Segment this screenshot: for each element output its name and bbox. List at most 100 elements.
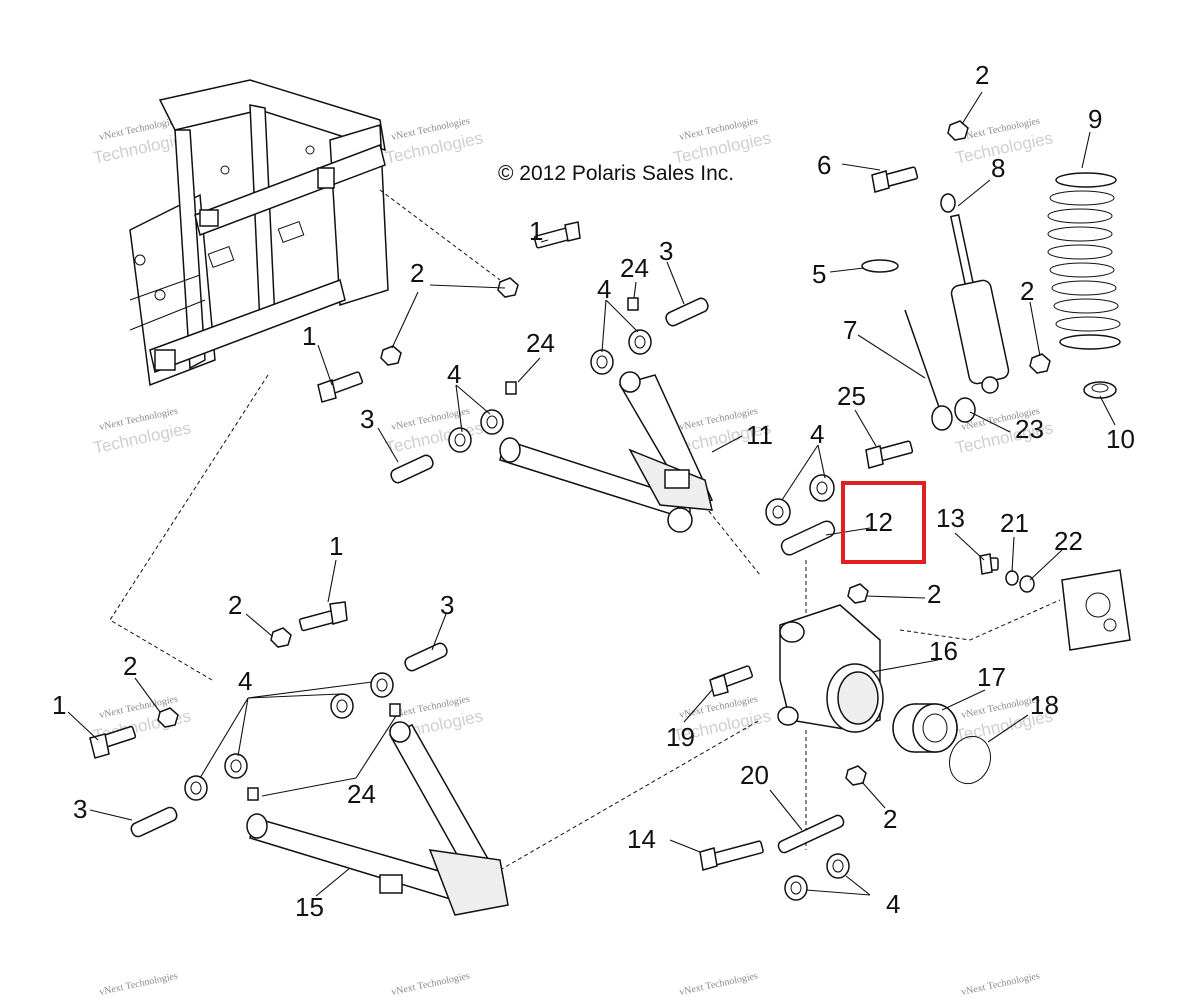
bushing <box>784 875 808 901</box>
callout-17: 17 <box>977 662 1006 692</box>
bushing <box>590 349 614 375</box>
watermark-text: vNext Technologies <box>390 971 471 998</box>
bushing <box>809 474 835 502</box>
bushing <box>224 753 248 779</box>
callout-3: 3 <box>73 794 87 824</box>
nut <box>157 707 179 728</box>
callout-2: 2 <box>975 60 989 90</box>
callout-4: 4 <box>238 666 252 696</box>
callout-1: 1 <box>302 321 316 351</box>
callout-19: 19 <box>666 722 695 752</box>
grease-fitting <box>247 787 259 801</box>
bushing <box>370 672 394 698</box>
callout-2: 2 <box>1020 276 1034 306</box>
nut <box>947 120 969 141</box>
coil-spring <box>1047 172 1121 350</box>
callout-7: 7 <box>843 315 857 345</box>
callout-18: 18 <box>1030 690 1059 720</box>
sleeve <box>130 806 178 838</box>
wheel-bearing <box>892 703 958 753</box>
callout-15: 15 <box>295 892 324 922</box>
callout-5: 5 <box>812 259 826 289</box>
snap-ring <box>948 735 992 785</box>
callout-4: 4 <box>886 889 900 919</box>
leader-lines <box>67 91 1116 897</box>
callout-11: 11 <box>746 420 773 450</box>
nut <box>845 765 867 786</box>
nut <box>1029 353 1051 374</box>
callout-10: 10 <box>1106 424 1135 454</box>
bolt-1-mid <box>298 601 348 632</box>
callout-14: 14 <box>627 824 656 854</box>
callout-4: 4 <box>447 359 461 389</box>
sleeve <box>404 642 448 672</box>
callout-23: 23 <box>1015 414 1044 444</box>
callout-2: 2 <box>228 590 242 620</box>
stabilizer-link <box>904 309 976 431</box>
upper-a-arm <box>499 371 714 533</box>
callout-24: 24 <box>526 328 555 358</box>
bolt-1-upper <box>533 221 581 249</box>
callout-1: 1 <box>529 216 543 246</box>
callout-21: 21 <box>1000 508 1029 538</box>
callout-6: 6 <box>817 150 831 180</box>
grease-fitting <box>389 703 401 717</box>
callout-3: 3 <box>440 590 454 620</box>
bushing <box>448 427 472 453</box>
bolt-13 <box>979 553 999 575</box>
watermark-text: vNext Technologies <box>98 971 179 998</box>
grease-fitting <box>505 381 517 395</box>
callout-16: 16 <box>929 636 958 666</box>
callout-4: 4 <box>597 274 611 304</box>
washer <box>861 259 899 273</box>
callout-12: 12 <box>864 507 893 537</box>
callout-9: 9 <box>1088 104 1102 134</box>
copyright-notice: © 2012 Polaris Sales Inc. <box>498 162 734 185</box>
bushing <box>765 498 791 526</box>
callout-24: 24 <box>620 253 649 283</box>
bolt-19 <box>709 665 754 697</box>
nut <box>847 583 869 604</box>
callout-24: 24 <box>347 779 376 809</box>
watermark-layer: vNext Technologies Technologies vNext Te… <box>92 116 1055 998</box>
frame-section <box>129 79 389 387</box>
callout-13: 13 <box>936 503 965 533</box>
watermark-text: vNext Technologies <box>960 971 1041 998</box>
nut <box>380 345 402 366</box>
callout-1: 1 <box>52 690 66 720</box>
callout-labels: 1 1 1 1 2 2 2 2 2 2 2 3 3 3 3 4 4 4 4 4 … <box>52 60 1135 922</box>
callout-2: 2 <box>410 258 424 288</box>
bushing <box>480 409 504 435</box>
grease-fitting <box>627 297 639 311</box>
connection-lines <box>109 189 1061 871</box>
lower-a-arm <box>246 721 509 916</box>
callout-2: 2 <box>927 579 941 609</box>
bearing-carrier <box>777 604 884 733</box>
watermark-text: vNext Technologies <box>678 971 759 998</box>
bolt-14 <box>699 840 764 871</box>
callout-25: 25 <box>837 381 866 411</box>
bolt-1-lower <box>89 725 137 759</box>
nut <box>497 277 519 298</box>
bushing <box>184 775 208 801</box>
pin-20 <box>777 814 845 854</box>
nut <box>270 627 292 648</box>
bolt-1-left <box>317 371 364 403</box>
callout-8: 8 <box>991 153 1005 183</box>
callout-2: 2 <box>123 651 137 681</box>
bolt-25 <box>865 440 914 469</box>
callout-4: 4 <box>810 419 824 449</box>
callout-3: 3 <box>360 404 374 434</box>
callout-3: 3 <box>659 236 673 266</box>
sleeve <box>390 454 434 484</box>
shock-absorber <box>940 193 1010 394</box>
callout-22: 22 <box>1054 526 1083 556</box>
sleeve-12 <box>780 520 836 556</box>
bushing <box>330 693 354 719</box>
highlight-box[interactable] <box>841 481 926 564</box>
bushing <box>826 853 850 879</box>
sleeve <box>665 297 709 327</box>
washer-21 <box>1005 570 1019 586</box>
brake-caliper <box>1061 569 1131 651</box>
